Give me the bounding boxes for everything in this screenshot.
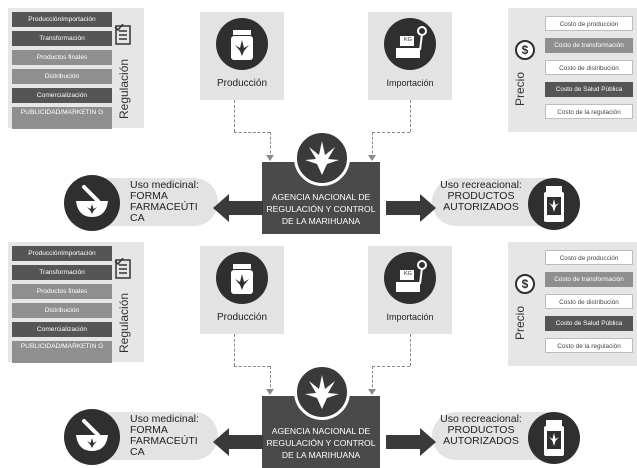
medical-line-3: FARMACEÚTI bbox=[130, 435, 198, 447]
import-arrowhead bbox=[368, 389, 376, 395]
agency-line-2: REGULACIÓN Y CONTROL bbox=[266, 204, 376, 214]
medical-line-1: Uso medicinal: bbox=[130, 413, 199, 425]
recreational-line-2: PRODUCTOS bbox=[447, 190, 515, 202]
recreational-line-1: Uso recreacional: bbox=[440, 179, 522, 191]
medical-text: Uso medicinal: FORMA FARMACEÚTI CA bbox=[130, 414, 199, 458]
regulation-item: ProducciónImportación bbox=[12, 246, 112, 261]
agency-line-1: AGENCIA NACIONAL DE bbox=[271, 192, 371, 202]
price-item: Costo de Salud Pública bbox=[545, 82, 633, 97]
price-item: Costo de distribución bbox=[545, 294, 633, 309]
recreational-arrow bbox=[386, 428, 436, 456]
medical-arrow bbox=[213, 428, 263, 456]
regulation-title: Regulación bbox=[117, 292, 131, 353]
cannabis-leaf-icon bbox=[294, 364, 350, 420]
price-item: Costo de transformación bbox=[545, 272, 633, 287]
medical-line-2: FORMA bbox=[130, 190, 168, 202]
checklist-icon bbox=[114, 257, 132, 280]
medical-arrow bbox=[213, 194, 263, 222]
dollar-icon: $ bbox=[515, 274, 535, 294]
production-label: Producción bbox=[216, 312, 268, 323]
regulation-item: Distribución bbox=[12, 69, 112, 84]
regulation-item: Comercialización bbox=[12, 322, 112, 337]
medical-line-4: CA bbox=[130, 212, 145, 224]
import-connector-h bbox=[372, 132, 410, 133]
medical-line-2: FORMA bbox=[130, 424, 168, 436]
regulation-item: ProducciónImportación bbox=[12, 12, 112, 27]
scale-kg-icon bbox=[384, 18, 436, 70]
import-label: Importación bbox=[386, 312, 434, 322]
price-item: Costo de transformación bbox=[545, 38, 633, 53]
recreational-line-2: PRODUCTOS bbox=[447, 424, 515, 436]
production-connector-v1 bbox=[234, 334, 235, 366]
checklist-icon bbox=[114, 23, 132, 46]
scale-kg-text: KG bbox=[404, 271, 412, 277]
production-arrowhead bbox=[266, 155, 274, 161]
import-connector-v2 bbox=[372, 132, 373, 158]
regulation-item: Transformación bbox=[12, 265, 112, 280]
jar-cannabis-icon bbox=[216, 18, 268, 70]
regulation-item: Transformación bbox=[12, 31, 112, 46]
import-connector-v1 bbox=[410, 100, 411, 132]
recreational-text: Uso recreacional: PRODUCTOS AUTORIZADOS bbox=[436, 180, 526, 213]
medical-line-4: CA bbox=[130, 446, 145, 458]
price-item: Costo de Salud Pública bbox=[545, 316, 633, 331]
medical-line-3: FARMACEÚTI bbox=[130, 201, 198, 213]
import-label: Importación bbox=[386, 78, 434, 88]
mortar-pestle-icon bbox=[64, 409, 120, 465]
mortar-pestle-icon bbox=[64, 175, 120, 231]
production-connector-v2 bbox=[270, 366, 271, 392]
recreational-text: Uso recreacional: PRODUCTOS AUTORIZADOS bbox=[436, 414, 526, 447]
cannabis-leaf-icon bbox=[294, 130, 350, 186]
agency-line-1: AGENCIA NACIONAL DE bbox=[271, 426, 371, 436]
price-item: Costo de distribución bbox=[545, 60, 633, 75]
import-arrowhead bbox=[368, 155, 376, 161]
production-connector-h bbox=[234, 132, 270, 133]
import-connector-h bbox=[372, 366, 410, 367]
production-connector-h bbox=[234, 366, 270, 367]
production-connector-v2 bbox=[270, 132, 271, 158]
regulation-item: Distribución bbox=[12, 303, 112, 318]
regulation-item: Productos finales bbox=[12, 50, 112, 65]
dollar-icon: $ bbox=[515, 40, 535, 60]
production-connector-v1 bbox=[234, 100, 235, 132]
medical-text: Uso medicinal: FORMA FARMACEÚTI CA bbox=[130, 180, 199, 224]
recreational-line-3: AUTORIZADOS bbox=[443, 201, 519, 213]
regulation-item: Comercialización bbox=[12, 88, 112, 103]
regulation-item: Productos finales bbox=[12, 284, 112, 299]
jar-cannabis-icon bbox=[216, 252, 268, 304]
bottle-cannabis-icon bbox=[528, 178, 580, 230]
medical-line-1: Uso medicinal: bbox=[130, 179, 199, 191]
scale-kg-icon bbox=[384, 252, 436, 304]
agency-line-2: REGULACIÓN Y CONTROL bbox=[266, 438, 376, 448]
price-title: Precio bbox=[513, 306, 527, 341]
bottle-cannabis-icon bbox=[528, 412, 580, 464]
scale-kg-text: KG bbox=[404, 37, 412, 43]
production-arrowhead bbox=[266, 389, 274, 395]
recreational-line-1: Uso recreacional: bbox=[440, 413, 522, 425]
recreational-line-3: AUTORIZADOS bbox=[443, 435, 519, 447]
import-connector-v1 bbox=[410, 334, 411, 366]
agency-line-3: DE LA MARIHUANA bbox=[281, 450, 361, 460]
regulation-title: Regulación bbox=[117, 58, 131, 119]
production-label: Producción bbox=[216, 78, 268, 89]
price-item: Costo de producción bbox=[545, 16, 633, 31]
import-connector-v2 bbox=[372, 366, 373, 392]
regulation-item: PUBLICIDAD/MARKETIN G bbox=[12, 341, 112, 363]
agency-line-3: DE LA MARIHUANA bbox=[281, 216, 361, 226]
price-title: Precio bbox=[513, 72, 527, 107]
price-item: Costo de la regulación bbox=[545, 338, 633, 353]
recreational-arrow bbox=[386, 194, 436, 222]
regulation-item: PUBLICIDAD/MARKETIN G bbox=[12, 107, 112, 129]
price-item: Costo de producción bbox=[545, 250, 633, 265]
price-item: Costo de la regulación bbox=[545, 104, 633, 119]
